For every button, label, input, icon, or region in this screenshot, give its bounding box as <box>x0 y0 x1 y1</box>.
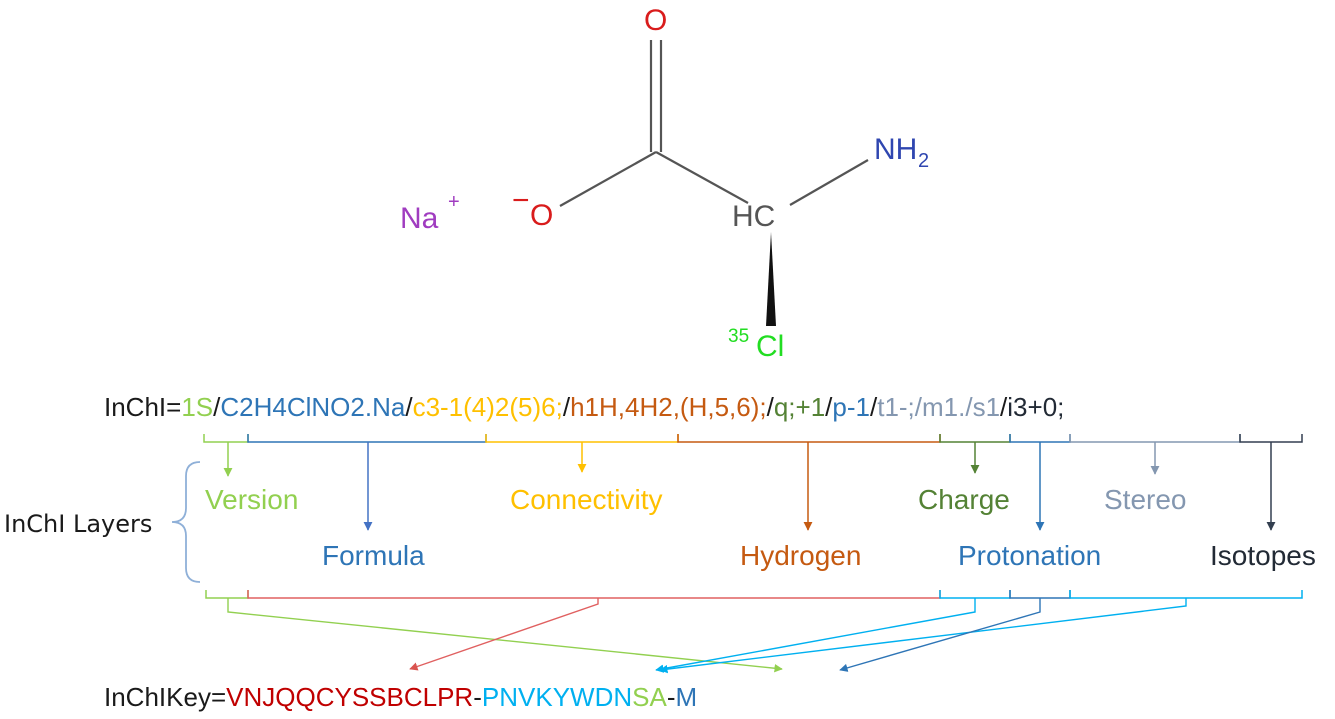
bracket-stereo <box>1069 434 1241 443</box>
layer-label-isotopes: Isotopes <box>1210 540 1316 571</box>
inchi-hydrogen: h1H,4H2,(H,5,6); <box>570 392 767 422</box>
inchi-sep: / <box>870 392 878 422</box>
key-arrow-charge <box>655 598 976 673</box>
inchikey-block2: PNVKYWDN <box>482 682 632 712</box>
inchikey-string: InChIKey=VNJQQCYSSBCLPR-PNVKYWDNSA-M <box>104 682 697 712</box>
oxygen-negative-label: O <box>530 199 553 232</box>
key-bracket-stereo-isotopes <box>1069 590 1303 599</box>
inchikey-prefix: InChIKey= <box>104 682 226 712</box>
inchi-stereo: t1-;/m1./s1 <box>877 392 1000 422</box>
inchi-charge: q;+1 <box>774 392 825 422</box>
inchi-sep: / <box>405 392 413 422</box>
bond-c-o-minus <box>559 151 657 207</box>
inchi-prefix: InChI= <box>104 392 181 422</box>
nh-label: NH <box>874 133 917 166</box>
key-arrow-skeleton <box>409 598 599 671</box>
inchi-sep: / <box>767 392 775 422</box>
oxygen-minus-sign: − <box>512 184 530 217</box>
inchi-sep: / <box>563 392 571 422</box>
sodium-plus-sign: + <box>448 191 460 213</box>
layer-label-formula: Formula <box>322 540 425 571</box>
inchi-isotopes: i3+0; <box>1007 392 1064 422</box>
key-bracket-charge <box>939 590 1011 599</box>
key-arrow-protonation <box>839 598 1041 672</box>
bracket-isotopes <box>1239 434 1303 443</box>
chlorine-label: Cl <box>756 330 784 363</box>
layer-label-connectivity: Connectivity <box>510 484 663 515</box>
hc-label: HC <box>732 200 775 233</box>
inchi-sep: / <box>213 392 221 422</box>
layer-label-stereo: Stereo <box>1104 484 1187 515</box>
oxygen-top-label: O <box>644 4 667 37</box>
inchi-version: 1S <box>181 392 213 422</box>
layer-label-protonation: Protonation <box>958 540 1101 571</box>
key-bracket-skeleton <box>247 590 941 599</box>
key-arrow-version <box>227 598 783 673</box>
layer-brackets <box>203 434 1303 443</box>
inchi-sep: / <box>825 392 833 422</box>
key-arrow-stereo-isotopes <box>659 598 1187 674</box>
key-bracket-version <box>205 590 249 599</box>
sodium-label: Na <box>400 202 439 235</box>
inchikey-version-flag: SA <box>632 682 667 712</box>
key-bracket-protonation <box>1009 590 1071 599</box>
layer-label-charge: Charge <box>918 484 1010 515</box>
bracket-version <box>203 434 249 443</box>
wedge-bond-cl <box>766 232 776 326</box>
inchi-sep: / <box>1000 392 1008 422</box>
inchi-formula: C2H4ClNO2.Na <box>220 392 405 422</box>
bracket-charge <box>939 434 1011 443</box>
layers-curly-brace <box>171 461 201 583</box>
inchikey-dash: - <box>667 682 676 712</box>
key-brackets <box>205 590 1303 599</box>
isotope-mass-label: 35 <box>728 326 749 347</box>
inchikey-dash: - <box>473 682 482 712</box>
layer-arrows <box>223 442 1276 531</box>
inchi-protonation: p-1 <box>832 392 870 422</box>
layer-label-version: Version <box>205 484 298 515</box>
nh-subscript: 2 <box>918 150 929 172</box>
bracket-formula <box>247 434 487 443</box>
bond-c-hc <box>655 151 749 204</box>
inchikey-block1: VNJQQCYSSBCLPR <box>226 682 473 712</box>
bracket-hydrogen <box>677 434 941 443</box>
bracket-protonation <box>1009 434 1071 443</box>
molecule-structure: O − O Na + HC NH 2 35 Cl <box>400 4 929 363</box>
bond-hc-nh2 <box>789 159 869 206</box>
inchi-layers-title: InChI Layers <box>4 510 152 538</box>
inchi-connectivity: c3-1(4)2(5)6; <box>413 392 563 422</box>
bracket-connectivity <box>485 434 679 443</box>
layer-label-hydrogen: Hydrogen <box>740 540 861 571</box>
inchi-string: InChI=1S/C2H4ClNO2.Na/c3-1(4)2(5)6;/h1H,… <box>104 392 1064 422</box>
key-arrows <box>227 598 1187 674</box>
layer-labels: Version Formula Connectivity Hydrogen Ch… <box>205 484 1316 571</box>
inchikey-protonation-flag: M <box>676 682 698 712</box>
